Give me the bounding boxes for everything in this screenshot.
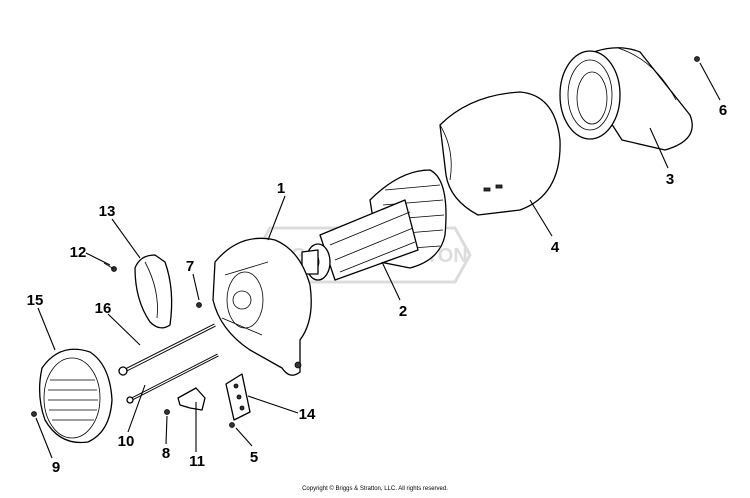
callout-16: 16 xyxy=(95,300,112,317)
callout-1: 1 xyxy=(277,180,285,197)
part-5-screw xyxy=(229,422,235,428)
callout-10: 10 xyxy=(118,433,135,450)
part-13-cover xyxy=(134,254,173,329)
callout-9: 9 xyxy=(52,459,60,476)
copyright-notice: Copyright © Briggs & Stratton, LLC. All … xyxy=(302,486,448,492)
part-8-screw xyxy=(164,409,170,415)
part-4-shell xyxy=(439,91,561,216)
part-15-end-cover xyxy=(38,348,113,444)
part-1-end-bracket xyxy=(212,237,312,376)
part-9-screw xyxy=(31,411,37,417)
callout-7: 7 xyxy=(186,258,194,275)
part-7-screw xyxy=(196,302,202,308)
callout-4: 4 xyxy=(551,239,560,256)
callout-3: 3 xyxy=(666,171,674,188)
callout-15: 15 xyxy=(27,292,44,309)
leader-lines xyxy=(35,62,721,459)
part-10-through-bolt xyxy=(126,353,219,404)
callout-5: 5 xyxy=(250,449,258,466)
part-11-brush-holder xyxy=(177,387,206,411)
part-2-rotor xyxy=(301,169,447,281)
part-3-housing xyxy=(559,47,693,151)
part-6-screw xyxy=(694,56,700,62)
callout-11: 11 xyxy=(189,453,205,470)
callout-labels: 1 2 3 4 5 6 7 8 9 10 11 12 13 14 15 16 xyxy=(27,102,728,476)
callout-13: 13 xyxy=(99,203,116,220)
callout-14: 14 xyxy=(299,406,316,423)
callout-2: 2 xyxy=(399,303,407,320)
callout-8: 8 xyxy=(162,445,170,462)
part-12-screw xyxy=(103,262,117,272)
callout-12: 12 xyxy=(70,244,87,261)
part-14-terminal-block xyxy=(225,373,251,421)
callout-6: 6 xyxy=(719,102,727,119)
part-16-through-bolt xyxy=(118,323,216,376)
